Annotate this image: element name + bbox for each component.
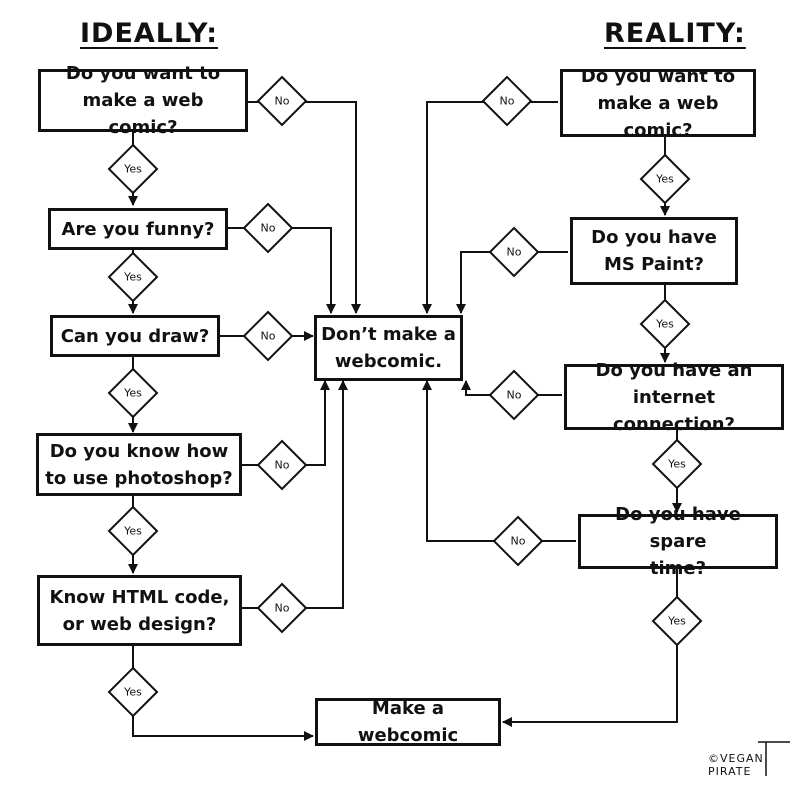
diamond-no-r3 [488, 369, 540, 421]
diamond-no-i5 [256, 582, 308, 634]
label-no: No [274, 601, 290, 615]
diamond-yes-r1 [639, 153, 691, 205]
diamond-no-i1 [256, 75, 308, 127]
label-yes: Yes [124, 685, 142, 699]
diamond-yes-i4 [107, 505, 159, 557]
ideally-question-draw: Can you draw? [50, 315, 220, 357]
label-no: No [499, 94, 515, 108]
diamond-no-r2 [488, 226, 540, 278]
ideally-question-funny: Are you funny? [48, 208, 228, 250]
credit-vegan-pirate: ©VEGAN PIRATE [708, 752, 764, 778]
diamond-yes-r3 [651, 438, 703, 490]
diamond-no-i3 [242, 310, 294, 362]
diamond-yes-r4 [651, 595, 703, 647]
heading-reality: REALITY: [604, 18, 746, 49]
diamond-yes-i5 [107, 666, 159, 718]
edge-i5-no [240, 380, 348, 609]
edge-r4-yes [502, 567, 678, 727]
diamond-no-i2 [242, 202, 294, 254]
ideally-question-html: Know HTML code,or web design? [37, 575, 242, 646]
diamond-yes-i2 [107, 251, 159, 303]
label-yes: Yes [668, 457, 686, 471]
edge-i1-no [246, 101, 361, 314]
label-no: No [506, 245, 522, 259]
label-no: No [510, 534, 526, 548]
label-no: No [260, 221, 276, 235]
label-yes: Yes [656, 317, 674, 331]
edge-r1-no [422, 101, 558, 314]
label-yes: Yes [124, 270, 142, 284]
label-no: No [506, 388, 522, 402]
diamond-yes-i3 [107, 367, 159, 419]
diamond-no-r4 [492, 515, 544, 567]
heading-ideally: IDEALLY: [80, 18, 219, 49]
label-no: No [260, 329, 276, 343]
label-yes: Yes [124, 386, 142, 400]
outcome-make-webcomic: Make a webcomic [315, 698, 501, 746]
diamond-yes-r2 [639, 298, 691, 350]
label-no: No [274, 94, 290, 108]
label-no: No [274, 458, 290, 472]
label-yes: Yes [124, 162, 142, 176]
label-yes: Yes [668, 614, 686, 628]
diamond-yes-i1 [107, 143, 159, 195]
diamond-no-r1 [481, 75, 533, 127]
label-yes: Yes [124, 524, 142, 538]
label-yes: Yes [656, 172, 674, 186]
diamond-no-i4 [256, 439, 308, 491]
edge-i5-yes [132, 644, 314, 741]
